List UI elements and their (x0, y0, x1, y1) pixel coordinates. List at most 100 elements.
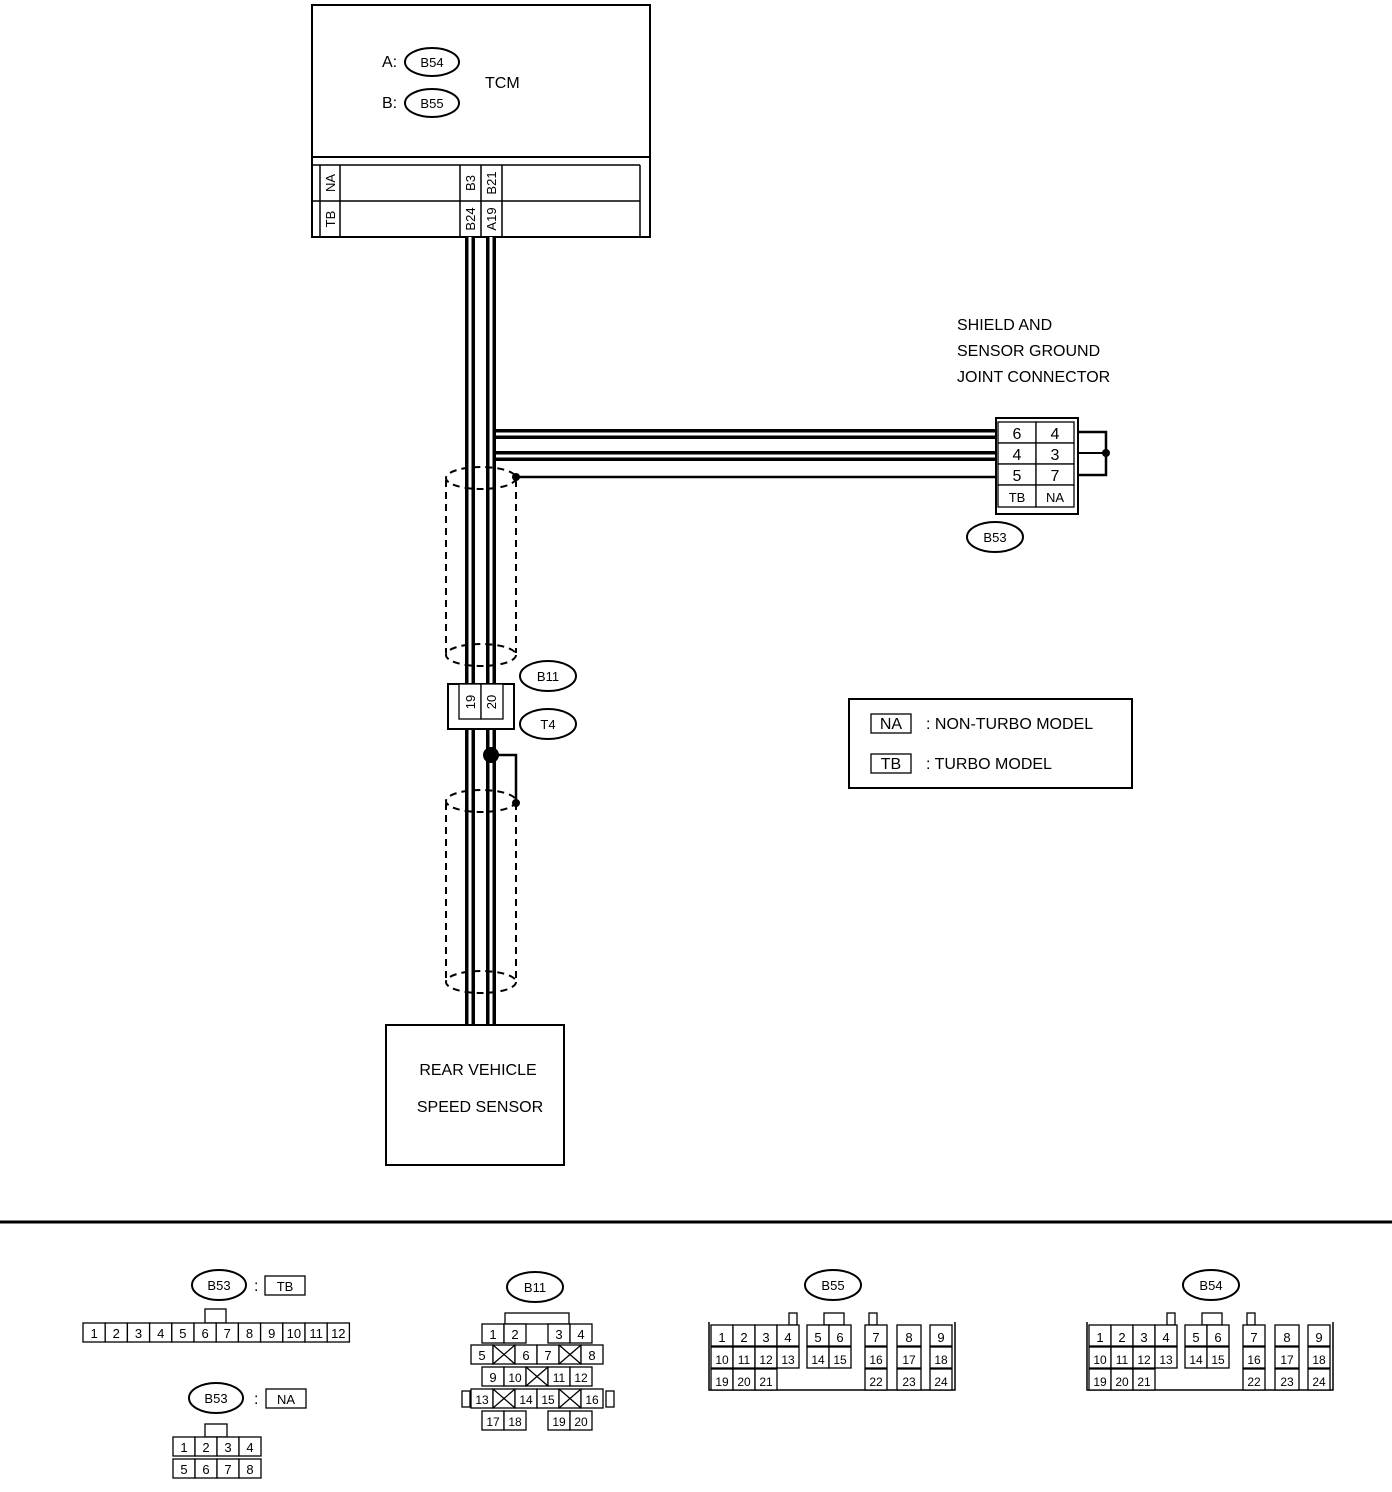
pin-cavity (864, 1324, 888, 1347)
tcm-title: TCM (485, 75, 520, 92)
pin-cavity (754, 1368, 778, 1391)
b53-tb-pin: 6 (201, 1326, 208, 1341)
b55-pin: 1 (718, 1330, 725, 1345)
inline-pin-19: 19 (463, 695, 478, 709)
b55-pin: 16 (869, 1353, 883, 1367)
blank-cavity-mark (558, 1388, 582, 1409)
tcm-model-na: NA (323, 174, 338, 192)
inline-pin-20: 20 (484, 695, 499, 709)
b54-pin: 21 (1137, 1375, 1151, 1389)
b55-pin: 24 (934, 1375, 948, 1389)
tcm-unit: TCM A: B54 B: B55 NA TB B3 B21 B24 A19 (311, 4, 651, 238)
view-b53-na-sep: : (254, 1391, 258, 1408)
b53-na-pin: 2 (202, 1440, 209, 1455)
b54-pin: 14 (1189, 1353, 1203, 1367)
joint-pin: 7 (1051, 468, 1060, 485)
b54-pin: 11 (1116, 1353, 1129, 1367)
b54-pin: 13 (1159, 1353, 1173, 1367)
b11-pin: 15 (541, 1393, 555, 1407)
pin-cavity (569, 1366, 593, 1387)
joint-model-tb: TB (1009, 490, 1026, 505)
b55-pin: 18 (934, 1353, 948, 1367)
connector-key (1166, 1312, 1176, 1326)
pin-cavity (1307, 1346, 1331, 1369)
pin-cavity (326, 1322, 351, 1343)
pin-cavity (828, 1324, 852, 1347)
pin-cavity (580, 1344, 604, 1365)
b54-pin: 12 (1137, 1353, 1151, 1367)
b54-pin: 9 (1315, 1330, 1322, 1345)
pin-cavity (1307, 1324, 1331, 1347)
pin-cavity (569, 1323, 593, 1344)
joint-label-2: SENSOR GROUND (957, 343, 1100, 360)
b54-pin: 3 (1140, 1330, 1147, 1345)
b55-pin: 17 (902, 1353, 916, 1367)
b11-pin: 11 (553, 1371, 566, 1385)
b11-pin: 7 (544, 1348, 551, 1363)
b53-tb-pin: 1 (90, 1326, 97, 1341)
legend-na-code: NA (880, 716, 903, 733)
pin-cavity (1242, 1368, 1266, 1391)
pin-cavity (580, 1388, 604, 1409)
b53-na-pin: 7 (224, 1462, 231, 1477)
b54-pin: 15 (1211, 1353, 1225, 1367)
blank-cavity-mark (525, 1366, 549, 1387)
sensor-label-1: REAR VEHICLE (419, 1062, 536, 1079)
pin-cavity (896, 1324, 922, 1347)
b54-pin: 7 (1250, 1330, 1257, 1345)
pin-cavity (503, 1410, 527, 1431)
b55-pin: 14 (811, 1353, 825, 1367)
joint-label-3: JOINT CONNECTOR (957, 369, 1110, 386)
inline-id-t4: T4 (540, 717, 555, 732)
b55-pin: 13 (781, 1353, 795, 1367)
pin-cavity (1154, 1324, 1178, 1347)
view-b53-tb-sep: : (254, 1278, 258, 1295)
pin-cavity (864, 1368, 888, 1391)
pin-cavity (1274, 1324, 1300, 1347)
b55-pin: 9 (937, 1330, 944, 1345)
b55-pin: 8 (905, 1330, 912, 1345)
tcm-conn-b-prefix: B: (382, 95, 397, 112)
tcm-pin-b3: B3 (463, 175, 478, 191)
pin-cavity (1307, 1368, 1331, 1391)
connector-shell (1086, 1322, 1334, 1391)
view-b53-tb-model: TB (277, 1279, 294, 1294)
legend-tb-text: : TURBO MODEL (926, 756, 1052, 773)
b53-na-pin: 3 (224, 1440, 231, 1455)
b11-pin: 16 (585, 1393, 599, 1407)
b54-pin: 17 (1280, 1353, 1294, 1367)
b53-na-pin: 8 (246, 1462, 253, 1477)
b53-tb-pin: 9 (268, 1326, 275, 1341)
legend-na-text: : NON-TURBO MODEL (926, 716, 1093, 733)
pin-cavity (1242, 1324, 1266, 1347)
joint-pin: 5 (1013, 468, 1022, 485)
b55-pin: 11 (738, 1353, 751, 1367)
b54-pin: 24 (1312, 1375, 1326, 1389)
connector-key (823, 1312, 845, 1326)
pin-cavity (929, 1324, 953, 1347)
tcm-conn-a-prefix: A: (382, 54, 397, 71)
pin-cavity (776, 1346, 800, 1369)
b54-pin: 1 (1096, 1330, 1103, 1345)
view-b55-id: B55 (821, 1278, 844, 1293)
b11-pin: 10 (508, 1371, 522, 1385)
b55-pin: 5 (814, 1330, 821, 1345)
pin-cavity (896, 1368, 922, 1391)
pin-cavity (1274, 1368, 1300, 1391)
b11-pin: 2 (511, 1327, 518, 1342)
pin-cavity (1242, 1346, 1266, 1369)
pin-cavity (238, 1436, 262, 1457)
sensor-label-2: SPEED SENSOR (417, 1099, 543, 1116)
b11-pin: 3 (555, 1327, 562, 1342)
b11-pin: 18 (508, 1415, 522, 1429)
b55-pin: 6 (836, 1330, 843, 1345)
b55-pin: 15 (833, 1353, 847, 1367)
